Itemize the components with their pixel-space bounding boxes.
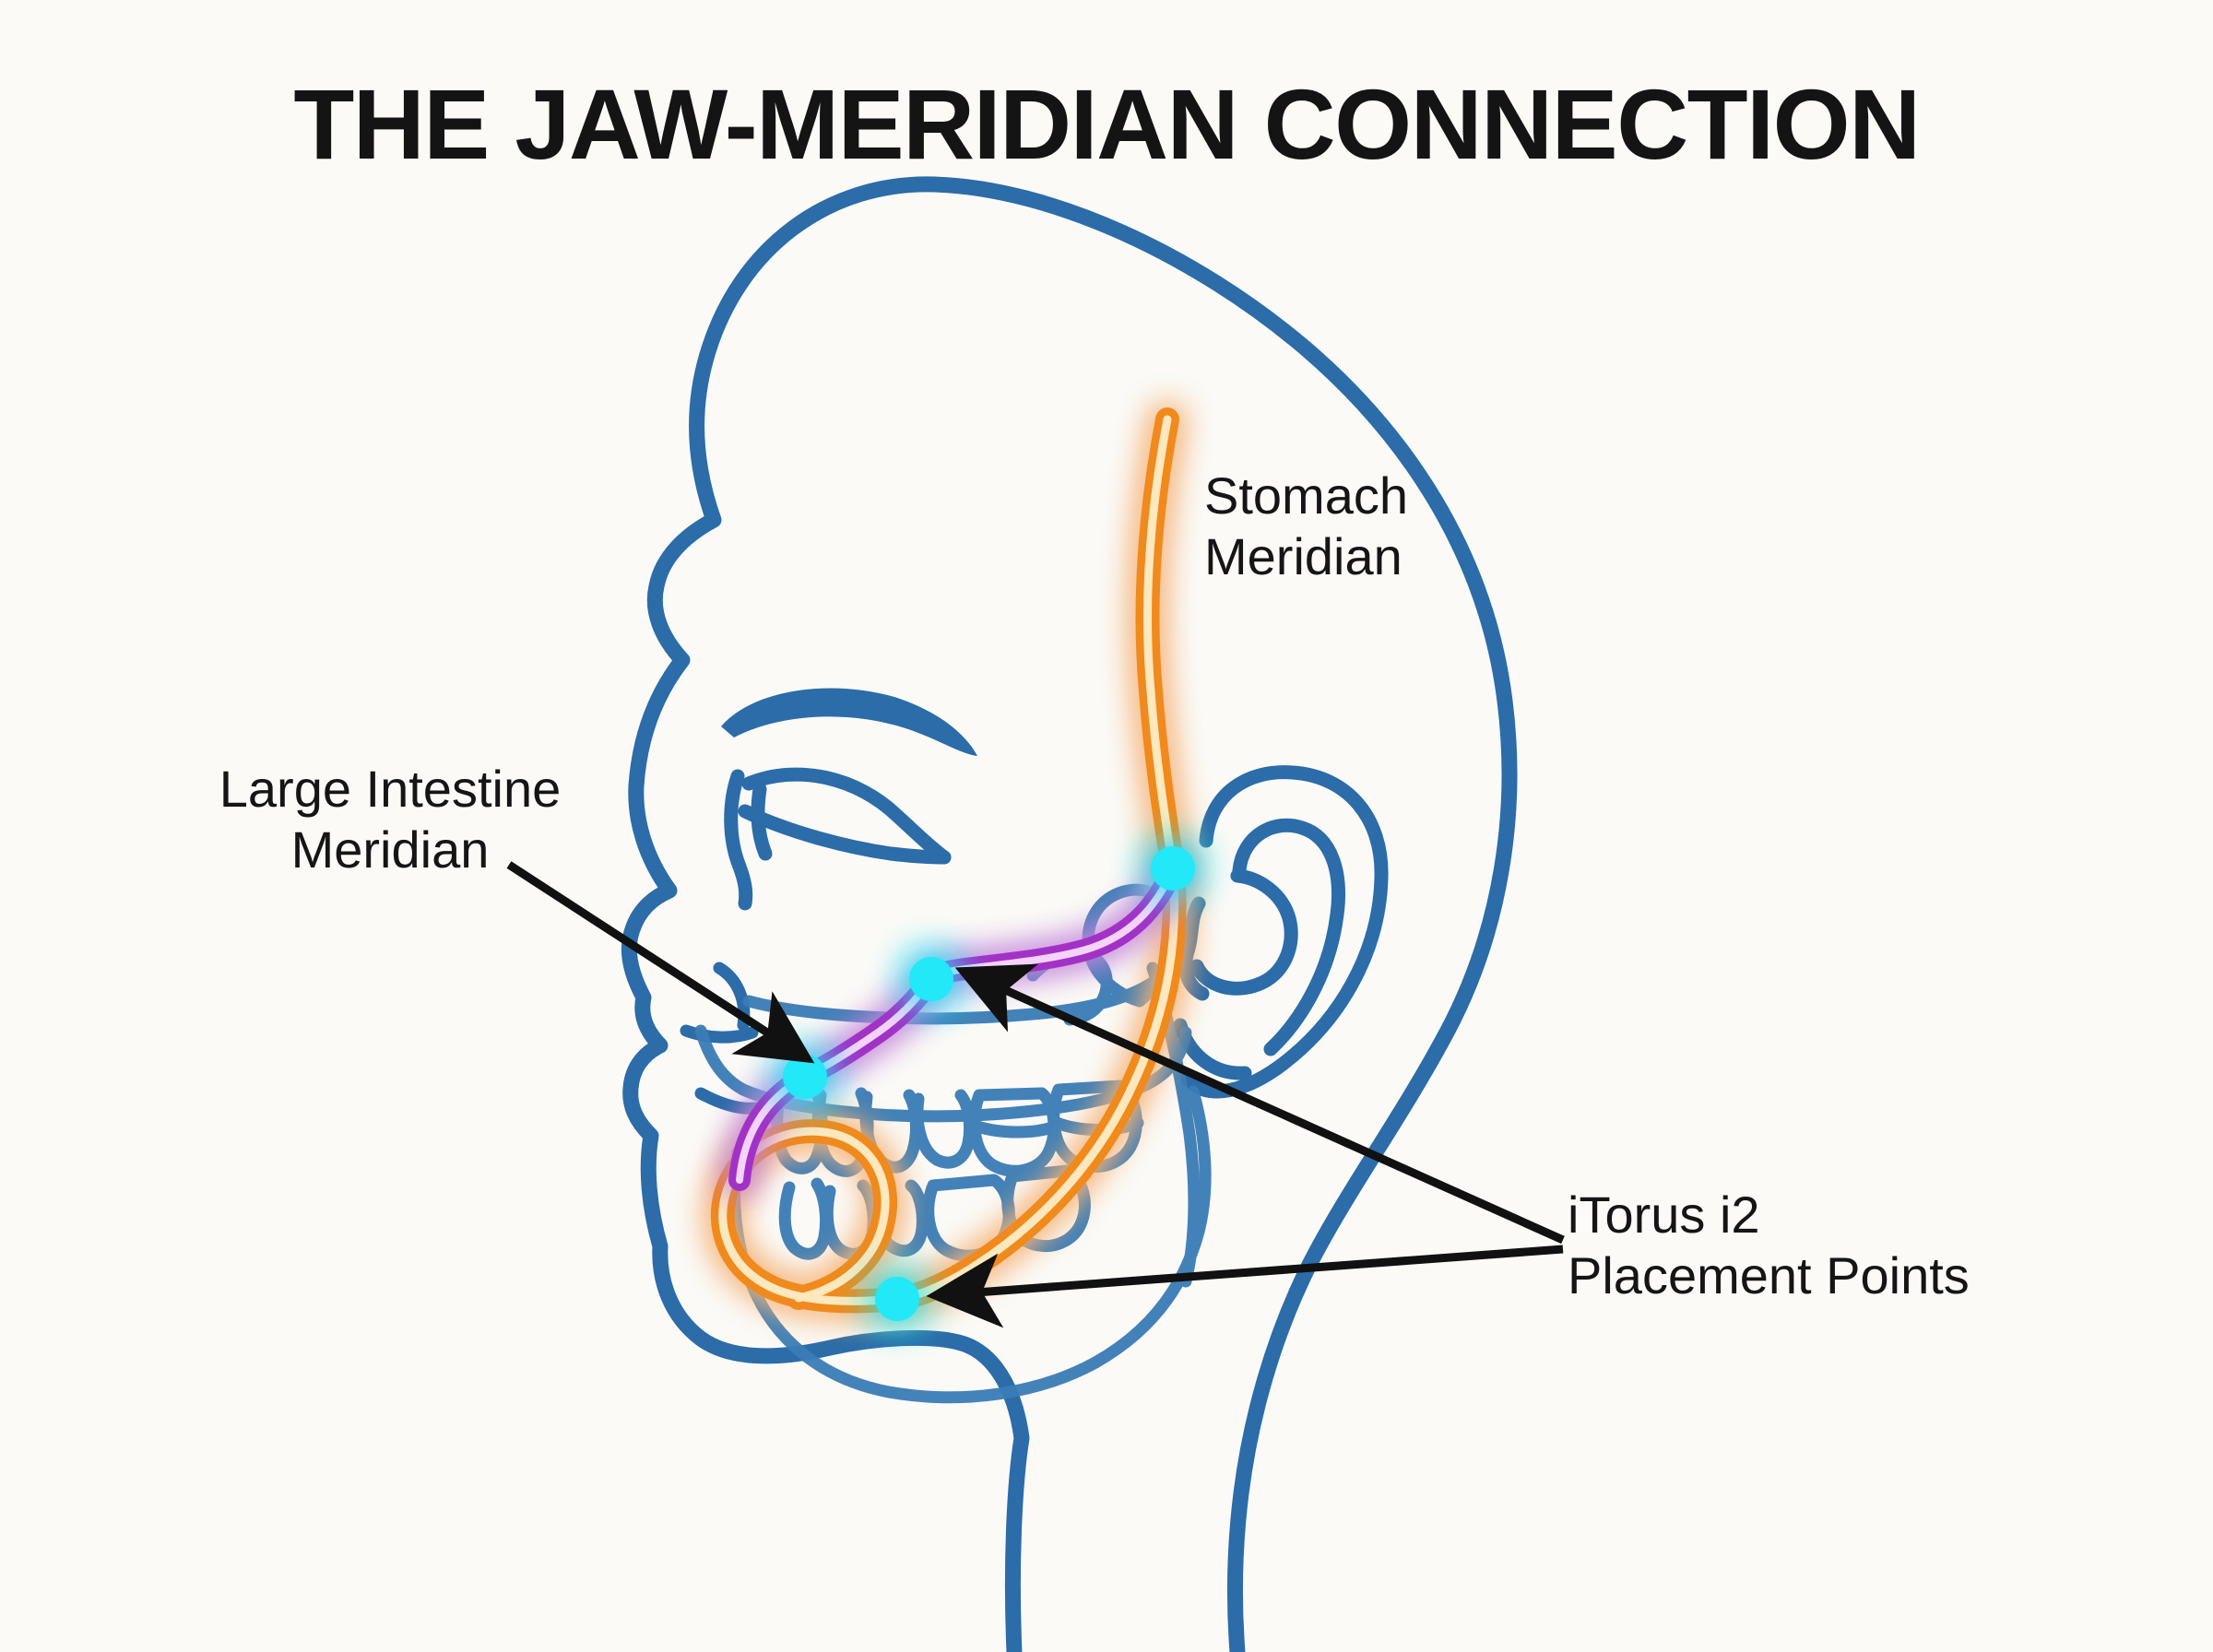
head-profile-group (621, 176, 1518, 1652)
ear-group (1173, 765, 1389, 1099)
arrow-itorus-lower (926, 1245, 1564, 1328)
iris-path (751, 782, 773, 861)
arrow-large-intestine (506, 861, 815, 1064)
acupoint-mouth-corner[interactable] (783, 1055, 827, 1099)
stomach-meridian-upper-core (1143, 415, 1178, 873)
head-outline-path (621, 176, 1518, 1652)
upper-tooth-4 (911, 1089, 976, 1169)
ear-tragus-path (1189, 868, 1298, 996)
acupoint-mandible-angle[interactable] (875, 1277, 919, 1321)
eye-lower-lid-path (738, 804, 952, 865)
ear-lobe-path (1178, 896, 1210, 1001)
upper-molar-1-groove (971, 1120, 1061, 1139)
label-itorus-placement-points: iTorus i2 Placement Points (1568, 1186, 1970, 1305)
eyebrow-path (721, 688, 977, 756)
ear-helix-path (1180, 765, 1389, 1099)
ear-antihelix-path (1232, 818, 1345, 1056)
label-stomach-meridian: Stomach Meridian (1204, 466, 1408, 586)
acupoint-tmj[interactable] (1151, 846, 1195, 891)
arrow-itorus-upper (954, 963, 1565, 1245)
acupoint-mid-cheek[interactable] (909, 957, 953, 1001)
eye-inner-corner-path (724, 769, 753, 911)
stomach-meridian-loop-core (718, 1127, 902, 1305)
page-title: THE JAW-MERIDIAN CONNECTION (293, 68, 1921, 180)
eye-upper-lid-path (741, 767, 952, 865)
upper-lip-path (694, 1087, 763, 1115)
lower-tooth-1 (778, 1177, 833, 1260)
upper-molar-2 (1047, 1080, 1142, 1173)
eye-group (724, 767, 952, 911)
annotation-arrows-group (506, 861, 1565, 1328)
lower-molar-2 (1001, 1164, 1091, 1253)
acupoints-group (783, 846, 1195, 1321)
label-large-intestine-meridian: Large Intestine Meridian (219, 760, 562, 879)
